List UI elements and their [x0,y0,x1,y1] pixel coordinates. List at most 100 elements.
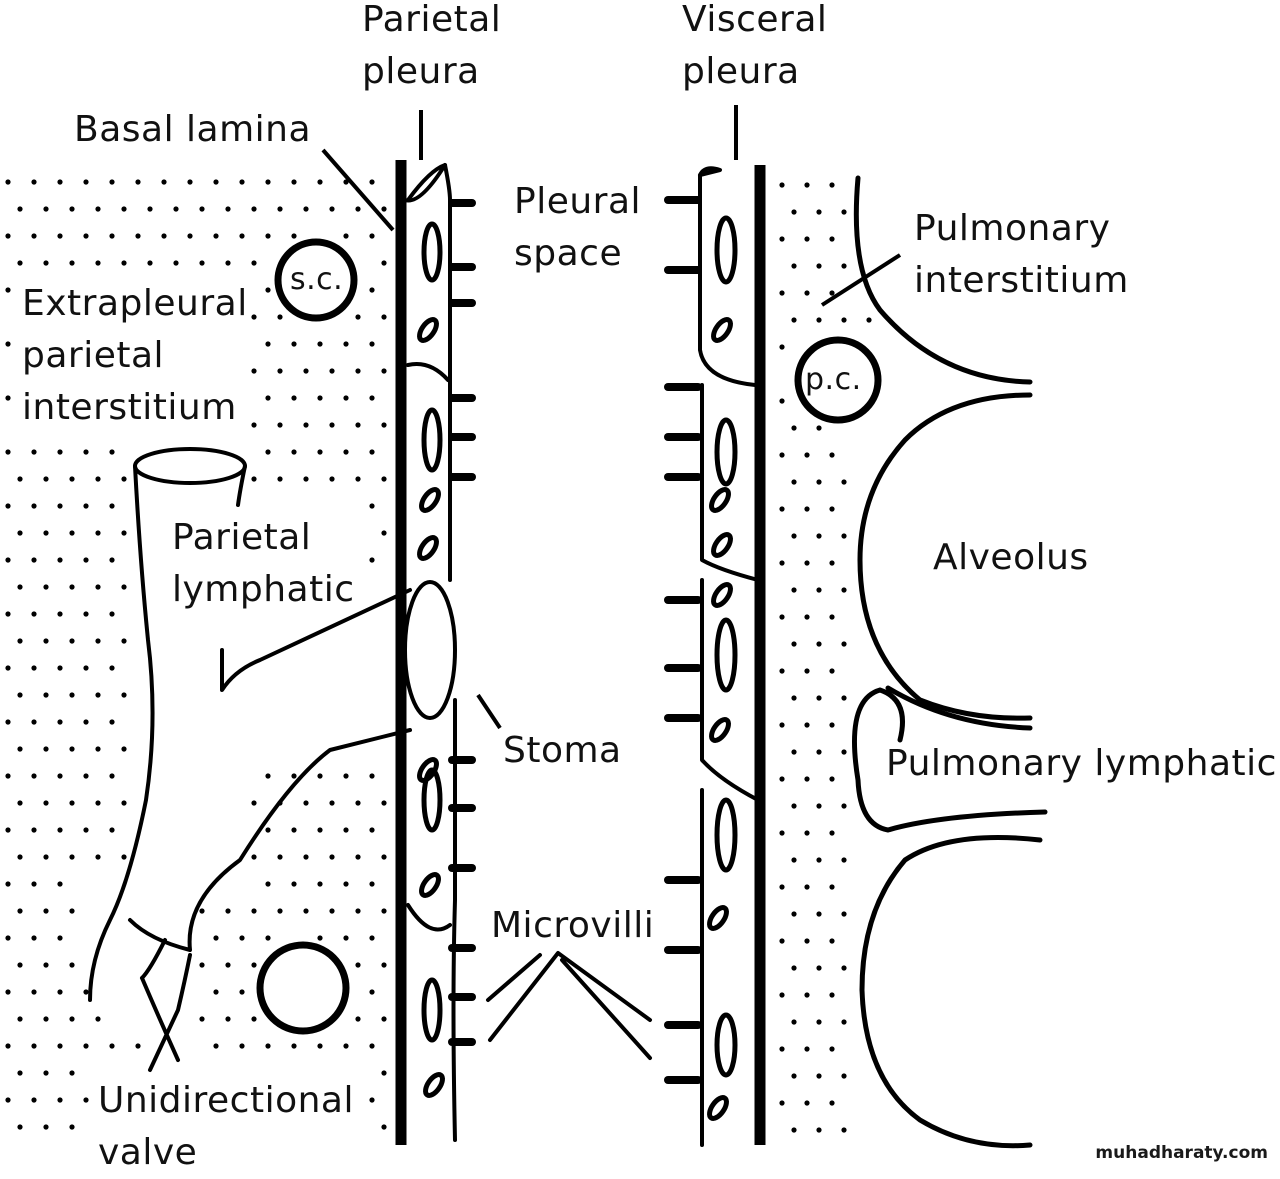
stipple-dot [355,314,361,320]
stipple-dot [17,206,23,212]
label-parietal-pleura: Parietal pleura [362,0,501,98]
stipple-dot [816,479,822,485]
extrapleural-interstitium-stipple [5,179,387,1130]
stipple-dot [804,1100,810,1106]
stipple-dot [57,989,63,995]
stipple-dot [343,341,349,347]
stipple-dot [829,830,835,836]
stipple-dot [381,260,387,266]
watermark: muhadharaty.com [1095,1143,1268,1163]
stipple-dot [5,989,11,995]
stoma-opening [403,580,457,720]
nucleus [707,1095,729,1121]
stipple-dot [57,233,63,239]
stipple-dot [31,1097,37,1103]
nucleus [421,407,443,473]
stipple-dot [265,827,271,833]
stipple-dot [17,1070,23,1076]
stipple-dot [343,233,349,239]
visceral-mesothelium-outline [698,166,760,1147]
stipple-dot [381,1070,387,1076]
stipple-dot [829,992,835,998]
stipple-dot [277,314,283,320]
stipple-dot [83,1097,89,1103]
stipple-dot [265,341,271,347]
stipple-dot [69,260,75,266]
stipple-dot [779,722,785,728]
stipple-dot [5,1043,11,1049]
stipple-dot [829,236,835,242]
nucleus [417,535,439,561]
stipple-dot [57,503,63,509]
stipple-dot [5,395,11,401]
stipple-dot [816,1019,822,1025]
stipple-dot [317,341,323,347]
stipple-dot [173,206,179,212]
stipple-dot [791,695,797,701]
parietal-mesothelium-outline [406,163,457,1142]
stipple-dot [57,1043,63,1049]
label-line: interstitium [22,387,237,428]
stipple-dot [317,1043,323,1049]
stipple-dot [791,1019,797,1025]
stipple-dot [251,206,257,212]
stipple-dot [369,233,375,239]
stipple-dot [109,665,115,671]
stipple-dot [95,530,101,536]
nucleus [419,487,441,513]
nucleus [421,767,443,833]
stipple-dot [329,476,335,482]
stipple-dot [791,533,797,539]
stipple-dot [83,557,89,563]
stipple-dot [317,179,323,185]
pulmonary-capillary-circle [794,336,882,424]
stipple-dot [816,695,822,701]
stipple-dot [804,1046,810,1052]
stipple-dot [804,290,810,296]
stipple-dot [43,908,49,914]
stipple-dot [251,476,257,482]
stipple-dot [43,476,49,482]
stipple-dot [5,233,11,239]
stipple-dot [43,1070,49,1076]
stipple-dot [251,800,257,806]
stipple-dot [841,641,847,647]
stipple-dot [369,935,375,941]
stipple-dot [779,1046,785,1052]
stipple-dot [109,179,115,185]
pulmonary-lymphatic-vessel [851,685,1048,833]
stipple-dot [187,179,193,185]
stipple-dot [83,773,89,779]
stipple-dot [199,908,205,914]
alveolus-lower-wall [859,835,1043,1149]
stipple-dot [31,503,37,509]
stipple-dot [121,800,127,806]
stipple-dot [251,908,257,914]
stipple-dot [779,830,785,836]
stipple-dot [277,908,283,914]
stipple-dot [17,476,23,482]
stipple-dot [355,1016,361,1022]
label-line: parietal [22,335,165,376]
stipple-dot [816,1073,822,1079]
stipple-dot [804,236,810,242]
stipple-dot [317,827,323,833]
stipple-dot [804,182,810,188]
stipple-dot [31,719,37,725]
label-line: interstitium [914,260,1129,301]
label-line: pleura [682,51,800,92]
stipple-dot [43,746,49,752]
nucleus [714,417,738,487]
stipple-dot [5,881,11,887]
stipple-dot [31,989,37,995]
stipple-dot [866,317,872,323]
stipple-dot [225,962,231,968]
stipple-dot [109,449,115,455]
stoma-pointer [476,693,502,730]
stipple-dot [779,182,785,188]
stipple-dot [199,962,205,968]
stipple-dot [17,746,23,752]
stipple-dot [791,1073,797,1079]
stipple-dot [804,506,810,512]
stipple-dot [816,911,822,917]
